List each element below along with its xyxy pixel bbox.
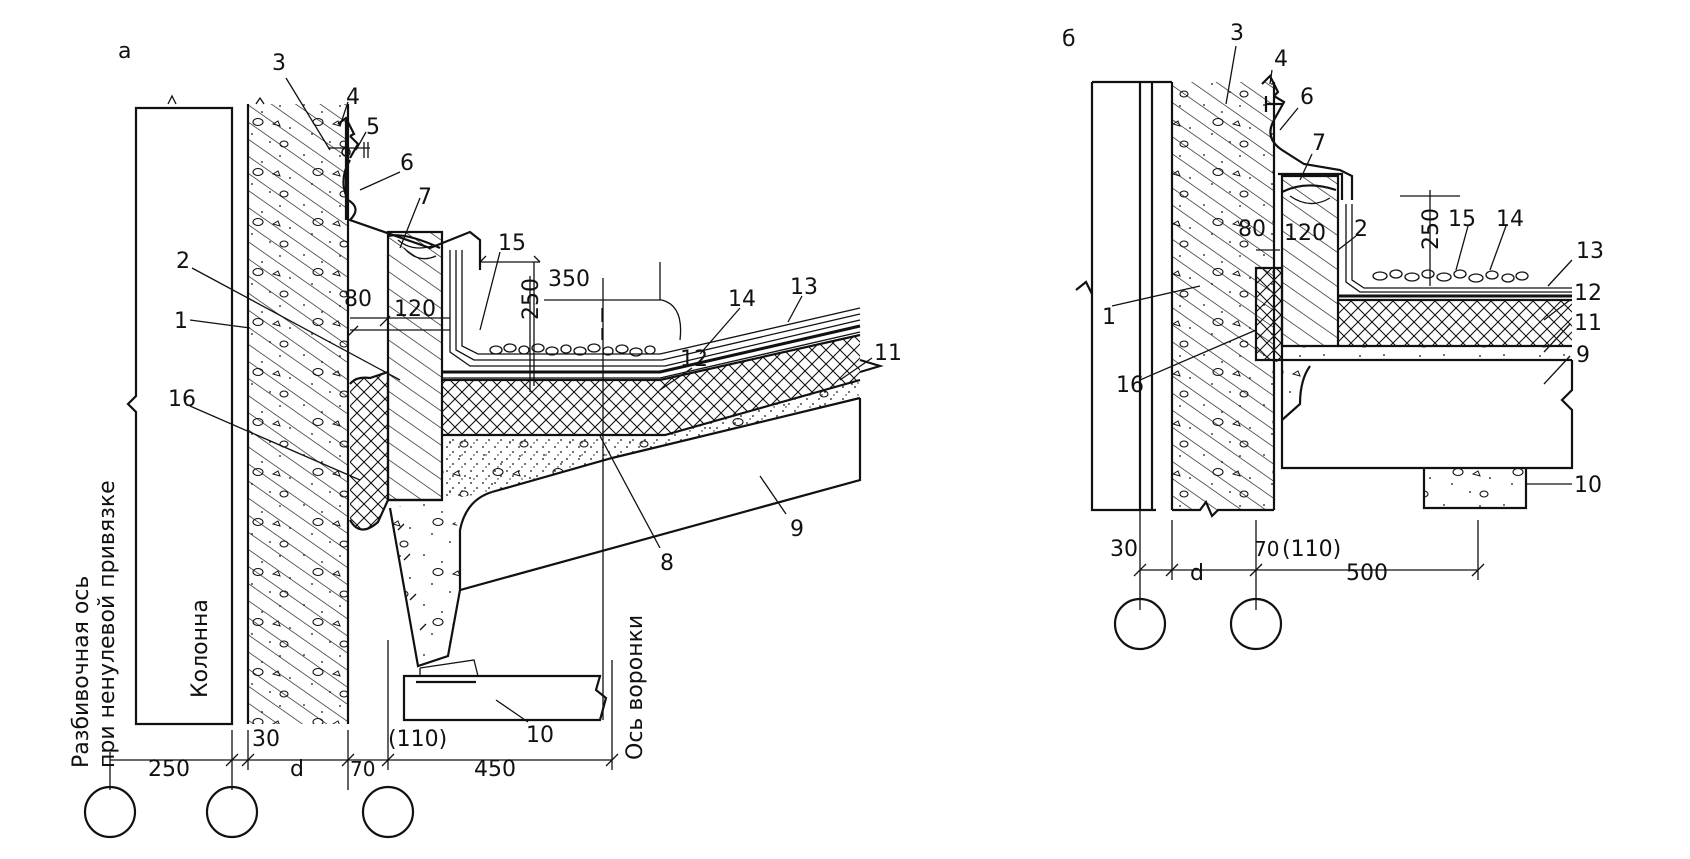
dim-a-250: 250 <box>148 757 190 782</box>
wall-panel-b <box>1075 82 1276 518</box>
panel-b-leaders <box>1111 45 1573 485</box>
funnel-axis-label: Ось воронки <box>623 615 648 760</box>
callout-b-12: 12 <box>1574 281 1602 306</box>
callout-a-13: 13 <box>790 275 818 300</box>
dim-b-110: (110) <box>1282 537 1341 562</box>
roof-membrane <box>442 250 861 379</box>
dim-b-80: 80 <box>1238 217 1266 242</box>
callout-b-11: 11 <box>1574 311 1602 336</box>
callout-a-6: 6 <box>400 151 414 176</box>
dim-a-350: 350 <box>548 267 590 292</box>
dim-a-d: d <box>290 757 304 782</box>
wall-panel-1 <box>246 96 350 724</box>
dim-a-70: 70 <box>350 757 375 781</box>
column <box>126 94 234 726</box>
dim-a-450: 450 <box>474 757 516 782</box>
gravel <box>489 343 656 357</box>
callout-a-14: 14 <box>728 287 756 312</box>
axis-label-line-2: при ненулевой привязке <box>95 480 120 768</box>
panel-b-letter: б <box>1062 27 1076 52</box>
dim-b-120: 120 <box>1284 221 1326 246</box>
axis-marker-3 <box>361 785 415 839</box>
callout-a-12: 12 <box>680 347 708 372</box>
panel-b: б <box>1062 21 1604 651</box>
column-label: Колонна <box>188 599 213 698</box>
callout-b-15: 15 <box>1448 207 1476 232</box>
dim-a-30: 30 <box>252 727 280 752</box>
panel-a-leaders <box>189 77 873 723</box>
callout-b-14: 14 <box>1496 207 1524 232</box>
gravel-extent-mark <box>479 255 682 386</box>
dim-b-250-vertical: 250 <box>1419 208 1444 250</box>
callout-a-10: 10 <box>526 723 554 748</box>
callout-a-4: 4 <box>346 85 360 110</box>
panel-b-dimensions <box>1133 190 1485 610</box>
dim-b-500: 500 <box>1346 561 1388 586</box>
callout-b-7: 7 <box>1312 131 1326 156</box>
roof-slab-b <box>1280 360 1574 470</box>
callout-b-10: 10 <box>1574 473 1602 498</box>
dim-a-110: (110) <box>388 727 447 752</box>
sealant-b <box>1254 266 1284 362</box>
callout-b-4: 4 <box>1274 47 1288 72</box>
panel-a: а <box>69 39 902 839</box>
parapet-block-b <box>1278 172 1344 348</box>
column-b <box>1090 80 1172 512</box>
parapet-block <box>386 230 444 502</box>
axis-marker-1 <box>83 785 137 839</box>
axis-marker-2 <box>205 785 259 839</box>
callout-a-3: 3 <box>272 51 286 76</box>
panel-a-letter: а <box>118 39 131 64</box>
dim-a-120: 120 <box>394 297 436 322</box>
panel-a-dimensions <box>109 276 619 790</box>
axis-label-line-1: Разбивочная ось <box>69 576 94 768</box>
callout-b-6: 6 <box>1300 85 1314 110</box>
callout-a-7: 7 <box>418 185 432 210</box>
callout-b-13: 13 <box>1576 239 1604 264</box>
roof-layers-b <box>1282 204 1572 362</box>
dim-a-250-vertical: 250 <box>519 278 544 320</box>
callout-b-9: 9 <box>1576 343 1590 368</box>
axis-marker-b1 <box>1113 597 1167 651</box>
callout-a-5: 5 <box>366 115 380 140</box>
callout-b-1: 1 <box>1102 305 1116 330</box>
callout-a-1: 1 <box>174 309 188 334</box>
cap-flashing-b <box>1261 74 1354 200</box>
callout-a-16: 16 <box>168 387 196 412</box>
dim-b-70: 70 <box>1254 537 1279 561</box>
callout-b-2: 2 <box>1354 217 1368 242</box>
callout-a-8: 8 <box>660 551 674 576</box>
dim-b-30: 30 <box>1110 537 1138 562</box>
callout-b-16: 16 <box>1116 373 1144 398</box>
sealant <box>349 370 390 531</box>
dim-a-80: 80 <box>344 287 372 312</box>
axis-marker-b2 <box>1229 597 1283 651</box>
callout-a-11: 11 <box>874 341 902 366</box>
beam-b <box>1422 468 1528 510</box>
dim-b-d: d <box>1190 561 1204 586</box>
callout-a-15: 15 <box>498 231 526 256</box>
callout-a-2: 2 <box>176 249 190 274</box>
callout-a-9: 9 <box>790 517 804 542</box>
gravel-b <box>1372 269 1529 283</box>
support-leg <box>388 498 462 668</box>
beam-10 <box>402 659 608 722</box>
callout-b-3: 3 <box>1230 21 1244 46</box>
